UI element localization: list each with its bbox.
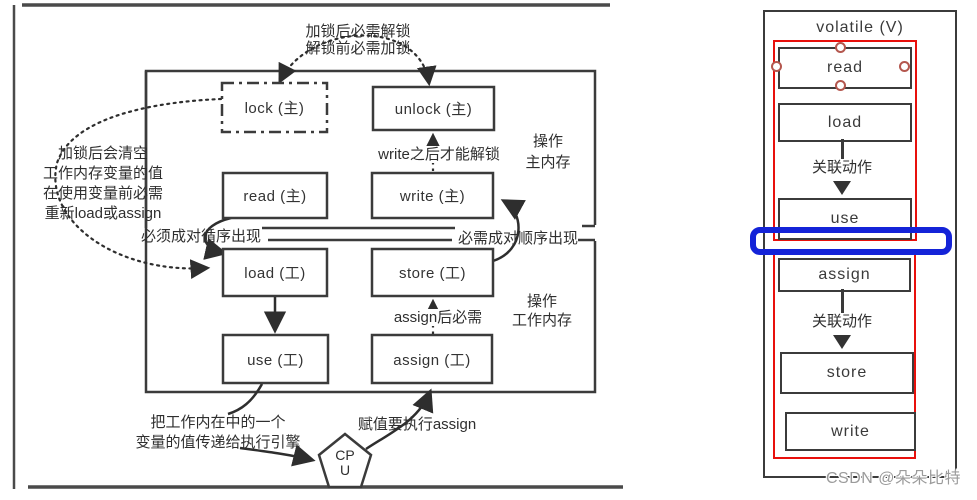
- assign-exec-note: 赋值要执行assign: [357, 416, 477, 433]
- write-unlock-note: write之后才能解锁: [374, 146, 504, 163]
- lock-unlock-rule-note: 加锁后必需解锁 解锁前必需加锁: [283, 23, 433, 57]
- cpu-label: CP U: [329, 448, 361, 478]
- lock-clear-note-line4: 重新load或assign: [44, 205, 162, 222]
- assign-work-label: assign (工): [393, 351, 471, 369]
- working-memory-label-line1: 操作: [526, 293, 557, 310]
- lock-clear-note: 加锁后会清空 工作内存变量的值 在使用变量前必需 重新load或assign: [30, 144, 176, 224]
- volatile-write-box: write: [785, 412, 916, 451]
- read-main-box: [221, 171, 329, 220]
- use-work-label: use (工): [247, 351, 304, 369]
- store-write-arc: [492, 199, 526, 263]
- assign-store-arrowhead-icon: [833, 335, 851, 349]
- selection-handle-top: [835, 42, 846, 53]
- main-memory-label: 操作 主内存: [508, 131, 588, 173]
- selection-handle-left: [771, 61, 782, 72]
- unlock-box-label: unlock (主): [394, 101, 473, 118]
- watermark: CSDN @朵朵比特: [826, 470, 962, 487]
- write-main-label: write (主): [399, 188, 466, 205]
- use-transfer-note-line1: 把工作内在中的一个: [150, 414, 286, 431]
- cpu-label-line1: CP: [335, 447, 355, 463]
- use-to-note-curve: [227, 383, 264, 416]
- volatile-assign-box: assign: [778, 258, 911, 292]
- use-work-box: [221, 333, 330, 385]
- store-work-label: store (工): [398, 265, 466, 282]
- pair-rule-line-upper: [262, 224, 595, 230]
- store-work-box: [370, 247, 495, 298]
- selection-handle-right: [899, 61, 910, 72]
- selection-handle-bottom: [835, 80, 846, 91]
- lock-clear-note-line3: 在使用变量前必需: [42, 185, 163, 202]
- read-load-arc: [203, 216, 232, 260]
- pair-left-label: 必须成对循序出现: [140, 228, 261, 245]
- volatile-title: volatile (V): [816, 19, 904, 36]
- lock-clear-note-line1: 加锁后会清空: [57, 145, 148, 162]
- lock-rule-line2: 解锁前必需加锁: [305, 40, 411, 57]
- blue-highlight-band: [750, 227, 952, 255]
- lock-rule-line1: 加锁后必需解锁: [305, 23, 411, 40]
- working-memory-region-border: [144, 71, 597, 394]
- working-memory-label-line2: 工作内存: [511, 312, 572, 329]
- read-main-label: read (主): [243, 188, 307, 205]
- assign-store-connector-line: [841, 289, 844, 313]
- lock-box-label: lock (主): [244, 100, 305, 117]
- load-use-arrowhead-icon: [833, 181, 851, 195]
- lock-clear-note-line2: 工作内存变量的值: [42, 165, 163, 182]
- working-memory-label: 操作 工作内存: [504, 292, 580, 330]
- assign-required-note: assign后必需: [390, 309, 486, 326]
- lock-unlock-dotted-arc: [278, 34, 437, 87]
- pair-right-label: 必需成对顺序出现: [457, 230, 578, 247]
- link-action-label-2: 关联动作: [811, 313, 872, 330]
- cpu-label-line2: U: [339, 462, 351, 478]
- link-action-label-1: 关联动作: [811, 159, 872, 176]
- cpu-to-assign-arrow: [365, 388, 434, 451]
- red-group-read-load-use: [773, 40, 917, 241]
- main-memory-label-line1: 操作: [532, 133, 563, 150]
- volatile-load-box: load: [778, 103, 912, 142]
- main-memory-label-line2: 主内存: [525, 154, 571, 171]
- use-transfer-note: 把工作内在中的一个 变量的值传递给执行引擎: [128, 413, 308, 453]
- volatile-use-box: use: [778, 198, 912, 240]
- assign-work-box: [370, 333, 494, 385]
- note-to-cpu-arrow: [239, 444, 316, 467]
- load-use-connector-line: [841, 139, 844, 159]
- unlock-box: [371, 85, 496, 132]
- lock-load-dotted-arc: [54, 97, 223, 279]
- cpu-pentagon: [317, 432, 373, 489]
- volatile-store-box: store: [780, 352, 914, 394]
- load-work-label: load (工): [244, 265, 306, 282]
- load-work-box: [221, 247, 329, 298]
- write-main-box: [370, 171, 495, 220]
- use-transfer-note-line2: 变量的值传递给执行引擎: [135, 434, 301, 451]
- jmm-diagram-graphics: [12, 3, 623, 489]
- lock-box: [220, 81, 329, 134]
